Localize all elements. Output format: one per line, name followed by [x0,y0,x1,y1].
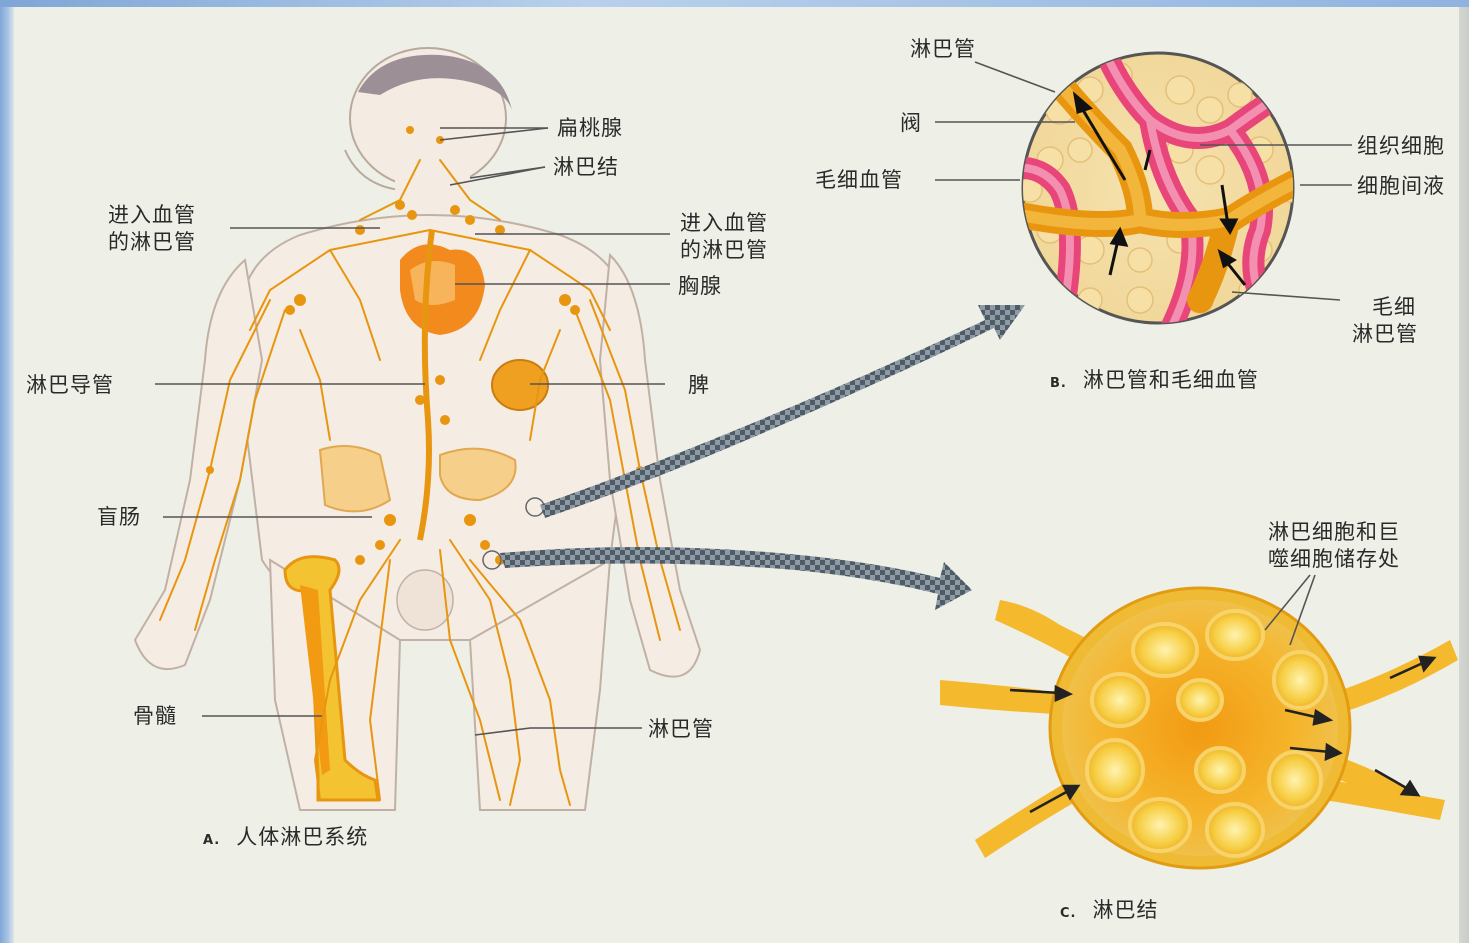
label-b-lymph-vessel: 淋巴管 [910,36,976,62]
label-lymph-capillary-line1: 毛细 [1372,294,1416,320]
caption-letter-a: A. [203,833,220,848]
label-right-vessel-to-blood-line1: 进入血管 [680,210,768,236]
caption-text-a: 人体淋巴系统 [236,825,368,849]
caption-panel-c: C. 淋巴结 [1060,897,1158,927]
label-right-vessel-to-blood-line2: 的淋巴管 [680,237,768,263]
label-thymus: 胸腺 [678,273,722,299]
caption-letter-c: C. [1060,906,1076,921]
label-valve: 阀 [900,110,922,136]
label-blood-capillary: 毛细血管 [815,167,903,193]
caption-panel-a: A. 人体淋巴系统 [203,824,368,854]
label-appendix: 盲肠 [97,504,141,530]
lymph-node-cross-section [940,588,1458,868]
label-spleen: 脾 [688,372,710,398]
label-lymph-duct: 淋巴导管 [26,372,114,398]
label-lymph-node: 淋巴结 [553,154,619,180]
caption-text-b: 淋巴管和毛细血管 [1083,368,1259,392]
label-tonsil: 扁桃腺 [557,115,623,141]
caption-letter-b: B. [1050,376,1067,391]
label-storage-line1: 淋巴细胞和巨 [1268,519,1400,545]
label-left-vessel-to-blood-line1: 进入血管 [108,202,196,228]
label-tissue-cell: 组织细胞 [1357,133,1445,159]
caption-text-c: 淋巴结 [1092,898,1158,922]
label-storage-line2: 噬细胞储存处 [1268,546,1400,572]
label-left-vessel-to-blood-line2: 的淋巴管 [108,229,196,255]
caption-panel-b: B. 淋巴管和毛细血管 [1050,367,1259,397]
label-interstitial-fluid: 细胞间液 [1357,173,1445,199]
label-lymph-vessel: 淋巴管 [648,716,714,742]
label-lymph-capillary-line2: 淋巴管 [1352,321,1418,347]
label-bone-marrow: 骨髓 [133,703,177,729]
capillary-magnified-circle [1000,40,1320,330]
